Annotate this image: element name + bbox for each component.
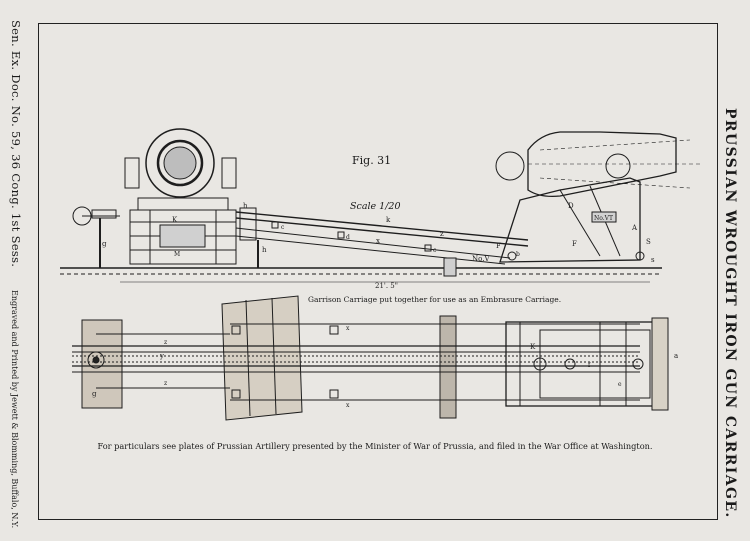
svg-text:K: K: [530, 343, 536, 351]
svg-text:c: c: [433, 247, 437, 254]
svg-text:g: g: [92, 390, 97, 398]
svg-text:g: g: [102, 240, 107, 248]
svg-text:A: A: [631, 224, 638, 232]
dimension-label: 21'. 5": [375, 282, 398, 290]
svg-text:b: b: [516, 251, 520, 258]
svg-text:F: F: [496, 242, 501, 250]
svg-text:a: a: [674, 352, 678, 360]
svg-text:x: x: [376, 237, 380, 245]
svg-text:d: d: [346, 234, 350, 241]
svg-text:No.V: No.V: [472, 255, 490, 263]
slide-rail: h h k x z c d c: [235, 202, 529, 277]
svg-text:x: x: [346, 325, 350, 332]
elevation-caption: Garrison Carriage put together for use a…: [308, 295, 562, 304]
ground-line: 21'. 5": [60, 267, 662, 290]
svg-text:f: f: [588, 362, 591, 369]
plate-title: PRUSSIAN WROUGHT IRON GUN CARRIAGE.: [722, 108, 738, 519]
svg-text:F: F: [572, 240, 577, 248]
figure-label: Fig. 31: [352, 154, 392, 167]
svg-text:k: k: [386, 216, 391, 224]
svg-text:s: s: [651, 256, 655, 264]
svg-text:h: h: [243, 202, 248, 210]
document-reference: Sen. Ex. Doc. No. 59, 36 Cong. 1st Sess.: [9, 20, 23, 268]
svg-text:z: z: [164, 380, 167, 387]
left-margin-notes: Sen. Ex. Doc. No. 59, 36 Cong. 1st Sess.…: [9, 20, 31, 528]
svg-text:D: D: [568, 202, 574, 210]
front-carriage-end-view: K M g: [72, 128, 237, 268]
plan-view: g y z z x x K f a e: [72, 295, 678, 421]
plate-border: [38, 23, 718, 520]
svg-text:h: h: [262, 246, 267, 254]
top-carriage-side-view: No.V No.VT D F F A S s b: [472, 177, 655, 264]
bottom-caption: For particulars see plates of Prussian A…: [97, 441, 653, 451]
scale-label: Scale 1/20: [350, 201, 401, 212]
svg-text:c: c: [281, 224, 285, 231]
svg-text:z: z: [440, 230, 444, 238]
svg-text:e: e: [618, 381, 622, 388]
svg-text:x: x: [346, 402, 350, 409]
svg-text:y: y: [159, 352, 164, 360]
svg-text:M: M: [174, 251, 180, 258]
engraver-credit: Engraved and Printed by Jewett & Blommin…: [10, 290, 19, 529]
svg-text:S: S: [646, 238, 651, 246]
svg-text:K: K: [172, 216, 178, 224]
svg-text:z: z: [164, 339, 167, 346]
svg-text:No.VT: No.VT: [594, 215, 613, 222]
gun-barrel-side-view: [495, 131, 700, 198]
